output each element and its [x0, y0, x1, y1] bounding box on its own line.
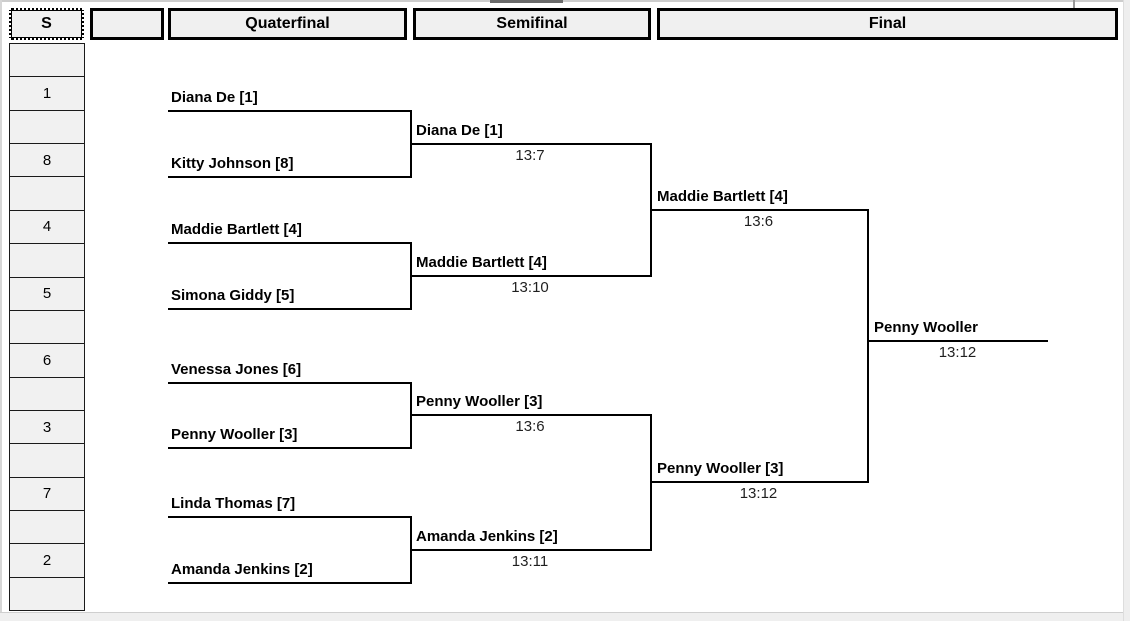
bracket-underline-sf2-w1	[410, 414, 652, 416]
match-score: 13:12	[938, 344, 977, 361]
sf-winner-name: Maddie Bartlett [4]	[416, 254, 547, 271]
bracket-underline-qf1-p2	[168, 176, 412, 178]
header-empty-cell[interactable]	[90, 8, 164, 40]
sf-winner-name: Penny Wooller [3]	[416, 393, 543, 410]
qf-player-name: Linda Thomas [7]	[171, 495, 296, 512]
round-header-final[interactable]: Final	[657, 8, 1118, 40]
seed-cell-empty[interactable]	[9, 576, 85, 612]
seed-cell[interactable]: 7	[9, 476, 85, 512]
bracket-underline-final-w2	[650, 481, 869, 483]
bracket-underline-sf2-w2	[410, 549, 652, 551]
seed-cell-empty[interactable]	[9, 176, 85, 211]
bracket-underline-qf2-p2	[168, 308, 412, 310]
bracket-underline-sf1-w2	[410, 275, 652, 277]
final-winner-name: Penny Wooller [3]	[657, 460, 784, 477]
match-score: 13:6	[743, 213, 774, 230]
bracket-underline-champion	[867, 340, 1048, 342]
bracket-underline-qf2-p1	[168, 242, 412, 244]
bracket-connector-final	[867, 209, 869, 483]
seed-cell[interactable]: 8	[9, 143, 85, 178]
seed-cell[interactable]: 5	[9, 276, 85, 311]
seed-cell-empty[interactable]	[9, 109, 85, 145]
page-break-mark	[490, 0, 563, 3]
qf-player-name: Kitty Johnson [8]	[171, 155, 294, 172]
qf-player-name: Maddie Bartlett [4]	[171, 221, 302, 238]
match-score: 13:12	[739, 485, 778, 502]
champion-name: Penny Wooller	[874, 319, 978, 336]
sf-winner-name: Diana De [1]	[416, 122, 503, 139]
sheet-bottom-edge	[0, 612, 1130, 621]
qf-player-name: Simona Giddy [5]	[171, 287, 295, 304]
bracket-underline-qf1-p1	[168, 110, 412, 112]
seed-cell[interactable]: 2	[9, 543, 85, 578]
seed-cell[interactable]: 3	[9, 409, 85, 445]
bracket-underline-sf1-w1	[410, 143, 652, 145]
bracket-underline-final-w1	[650, 209, 869, 211]
seed-cell-empty[interactable]	[9, 43, 85, 78]
column-gridline-mark	[1073, 0, 1075, 8]
seed-cell[interactable]: 1	[9, 76, 85, 111]
seed-cell-empty[interactable]	[9, 243, 85, 278]
qf-player-name: Diana De [1]	[171, 89, 258, 106]
seed-cell[interactable]: 4	[9, 209, 85, 245]
match-score: 13:7	[515, 147, 545, 164]
seed-column: 1 8 4 5 6 3 7 2	[9, 43, 85, 612]
round-header-semifinal[interactable]: Semifinal	[413, 8, 651, 40]
final-winner-name: Maddie Bartlett [4]	[657, 188, 788, 205]
sheet-left-edge	[0, 0, 2, 621]
bracket-underline-qf4-p2	[168, 582, 412, 584]
qf-player-name: Venessa Jones [6]	[171, 361, 302, 378]
round-header-quarterfinal[interactable]: Quaterfinal	[168, 8, 407, 40]
bracket-underline-qf4-p1	[168, 516, 412, 518]
seed-cell[interactable]: 6	[9, 343, 85, 378]
sheet-right-edge	[1123, 0, 1130, 621]
match-score: 13:10	[511, 279, 549, 296]
match-score: 13:6	[515, 418, 545, 435]
match-score: 13:11	[511, 553, 549, 570]
qf-player-name: Penny Wooller [3]	[171, 426, 298, 443]
sf-winner-name: Amanda Jenkins [2]	[416, 528, 558, 545]
seed-cell-empty[interactable]	[9, 443, 85, 478]
sheet-top-edge	[0, 0, 1130, 2]
seed-cell-empty[interactable]	[9, 510, 85, 545]
qf-player-name: Amanda Jenkins [2]	[171, 561, 313, 578]
bracket-underline-qf3-p2	[168, 447, 412, 449]
seed-cell-empty[interactable]	[9, 309, 85, 345]
seed-cell-empty[interactable]	[9, 376, 85, 411]
bracket-underline-qf3-p1	[168, 382, 412, 384]
seed-column-header-selected-cell[interactable]: S	[9, 8, 84, 40]
